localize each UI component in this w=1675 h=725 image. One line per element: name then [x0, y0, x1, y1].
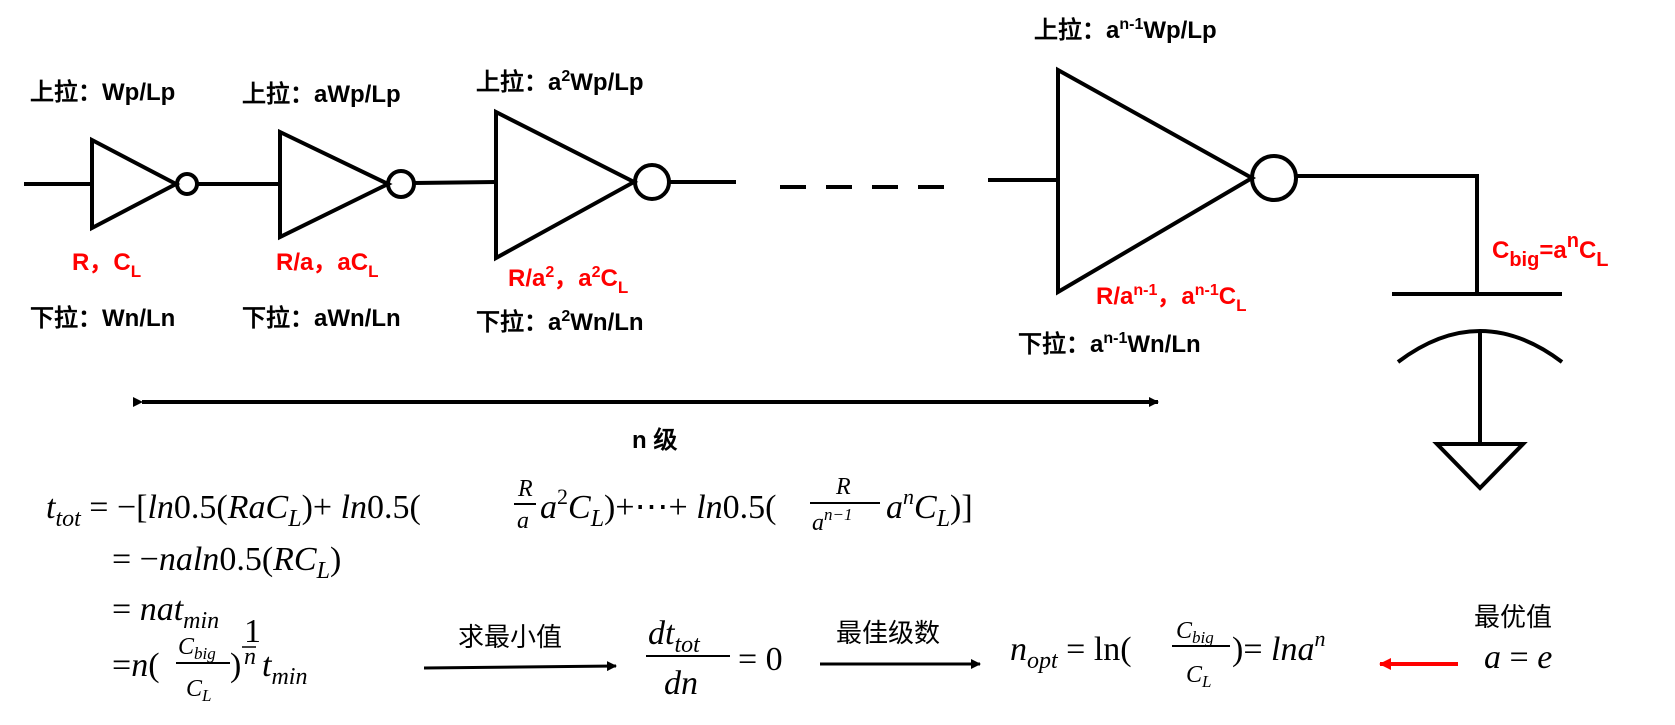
stage-n-rc-label: R/an-1，an-1CL	[1096, 282, 1246, 315]
optimal-stage-equation: nopt = ln( Cbig CL )= lnan	[1010, 618, 1325, 691]
stage-1-pullup: 上拉：Wp/Lp	[30, 78, 175, 106]
svg-text:R: R	[835, 474, 851, 500]
svg-text:dn: dn	[664, 665, 698, 702]
svg-text:n: n	[244, 644, 256, 670]
inverter-n	[1056, 66, 1257, 296]
derivative-equation: dttot dn = 0	[646, 615, 783, 702]
stage-2-rc-label: R/a，aCL	[276, 249, 378, 281]
stage-n-pullup: 上拉：an-1Wp/Lp	[1034, 16, 1217, 44]
arrow-label-min-value: 求最小值	[458, 623, 562, 653]
svg-text:ttot = −[ln0.5(RaCL)+ ln0.5(: ttot = −[ln0.5(RaCL)+ ln0.5(	[46, 489, 421, 532]
svg-text:R: R	[517, 476, 533, 502]
svg-text:1: 1	[244, 613, 261, 650]
ground-symbol	[1432, 442, 1528, 491]
stage-3-rc-label: R/a2，a2CL	[508, 264, 628, 297]
svg-text:a: a	[517, 508, 529, 534]
delay-equation: ttot = −[ln0.5(RaCL)+ ln0.5( R a a2CL)+⋯…	[46, 474, 973, 705]
optimal-value-label: 最优值	[1474, 603, 1552, 633]
inverter-3-bubble	[633, 163, 671, 201]
stage-2-pulldown: 下拉：aWn/Ln	[242, 304, 401, 332]
arrow-label-best-stages: 最佳级数	[836, 619, 940, 649]
inverter-3	[494, 108, 639, 262]
svg-text:nopt = ln(: nopt = ln(	[1010, 631, 1132, 674]
stage-1-rc-label: R，CL	[72, 249, 141, 281]
svg-text:an−1: an−1	[812, 505, 852, 536]
stage-count-label: n 级	[632, 426, 677, 454]
svg-text:Cbig: Cbig	[178, 634, 216, 663]
inverter-2	[278, 128, 393, 241]
svg-text:Cbig: Cbig	[1176, 618, 1214, 647]
svg-text:tmin: tmin	[262, 647, 307, 690]
svg-text:): )	[230, 647, 241, 684]
stage-3-pullup: 上拉：a2Wp/Lp	[476, 68, 644, 96]
inverter-1	[90, 136, 181, 232]
output-wire	[1296, 174, 1479, 294]
stage-3-pulldown: 下拉：a2Wn/Ln	[476, 308, 644, 336]
svg-text:=n(: =n(	[112, 647, 160, 684]
inverter-2-bubble	[386, 169, 416, 199]
svg-text:anCL)]: anCL)]	[886, 484, 973, 532]
svg-text:)= lnan: )= lnan	[1232, 626, 1325, 668]
svg-text:= natmin: = natmin	[112, 591, 219, 634]
wire-2-3	[413, 180, 497, 185]
svg-text:= 0: = 0	[738, 641, 783, 678]
svg-text:dttot: dttot	[648, 615, 701, 658]
svg-text:a2CL)+⋯+ ln0.5(: a2CL)+⋯+ ln0.5(	[540, 484, 777, 532]
stage-n-pulldown: 下拉：an-1Wn/Ln	[1018, 330, 1201, 358]
svg-text:CL: CL	[186, 676, 211, 705]
load-capacitance-label: Cbig=anCL	[1492, 230, 1609, 271]
svg-text:= −naln0.5(RCL): = −naln0.5(RCL)	[112, 541, 341, 584]
stage-1-pulldown: 下拉：Wn/Ln	[30, 304, 175, 332]
svg-text:CL: CL	[1186, 662, 1211, 691]
arrow-min-value	[423, 661, 617, 672]
optimal-a-equation: a = e	[1484, 639, 1552, 676]
inverter-n-bubble	[1250, 154, 1298, 202]
stage-2-pullup: 上拉：aWp/Lp	[242, 80, 401, 108]
